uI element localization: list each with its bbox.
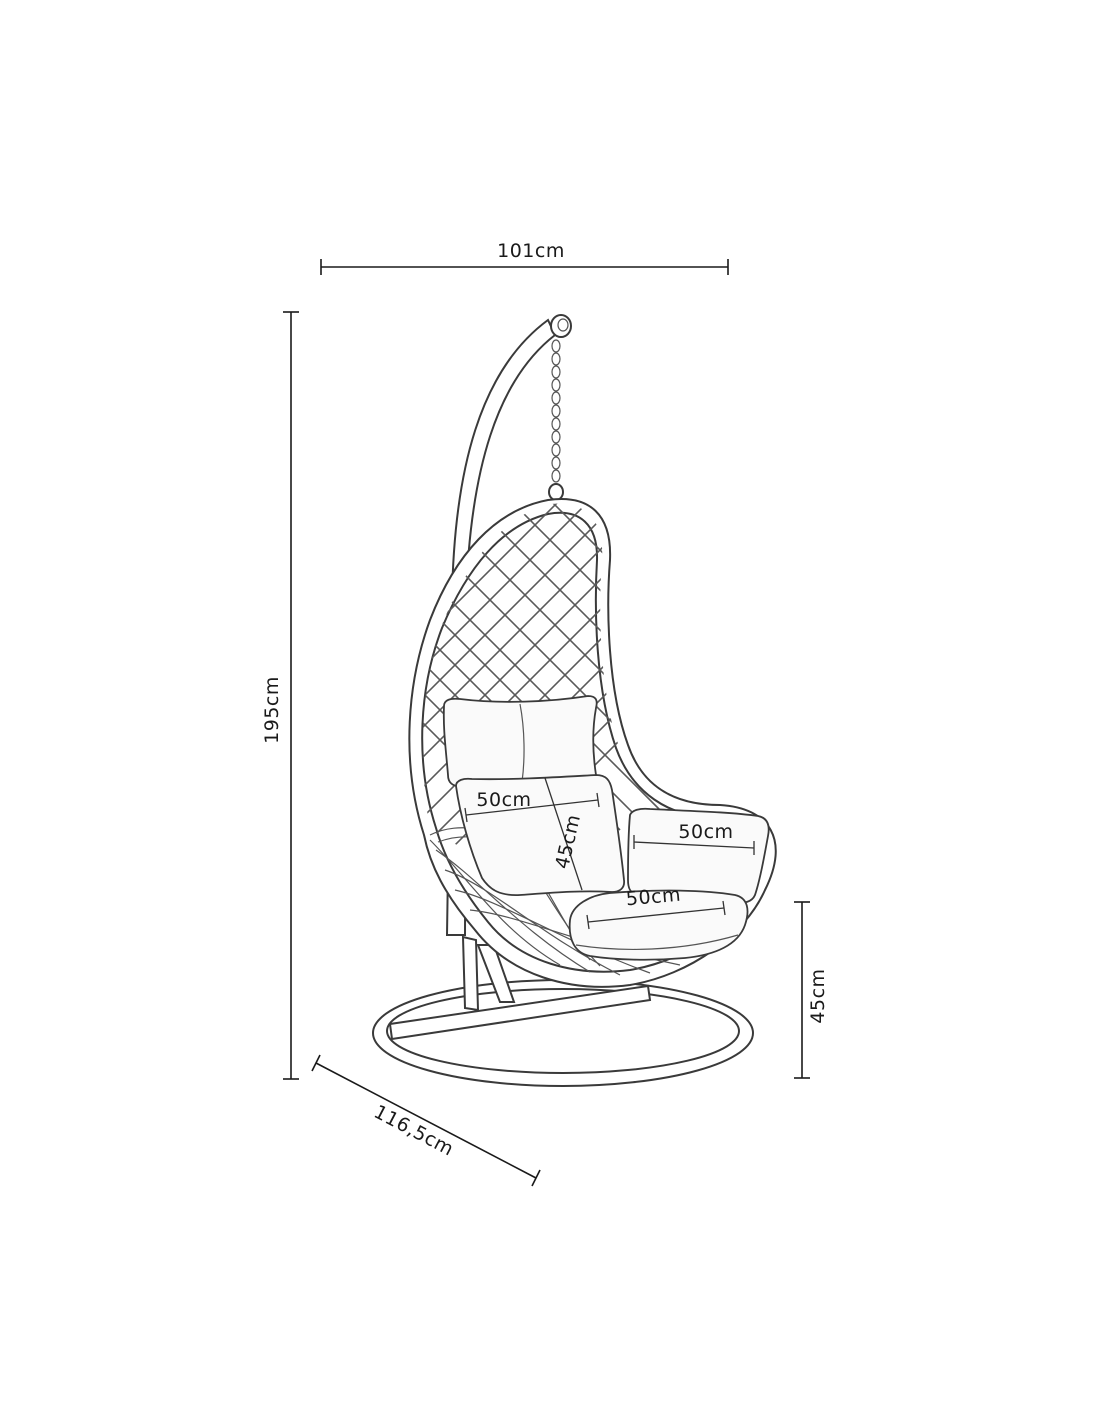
seat-cushion-width-label: 50cm xyxy=(625,884,682,911)
seat-height-dimension: 45cm xyxy=(794,901,829,1079)
side-cushion-width-dimension: 50cm xyxy=(633,821,755,855)
back-cushion-width-dimension: 50cm xyxy=(464,789,600,823)
side-cushion-width-label: 50cm xyxy=(678,821,733,843)
height-label: 195cm xyxy=(261,676,283,744)
stand-pole xyxy=(445,314,572,936)
seat-cushion-width-dimension: 50cm xyxy=(586,884,726,930)
back-cushion-width-label: 50cm xyxy=(476,789,531,811)
seat-height-label: 45cm xyxy=(807,968,829,1023)
hanging-chain xyxy=(548,339,564,501)
height-dimension: 195cm xyxy=(261,311,299,1080)
width-label: 101cm xyxy=(497,240,565,262)
head-cushion xyxy=(442,695,598,788)
width-dimension: 101cm xyxy=(320,240,729,275)
stand-base xyxy=(372,935,754,1087)
seat-cushion xyxy=(568,889,749,961)
back-cushion xyxy=(455,774,625,896)
side-cushion xyxy=(627,807,770,904)
